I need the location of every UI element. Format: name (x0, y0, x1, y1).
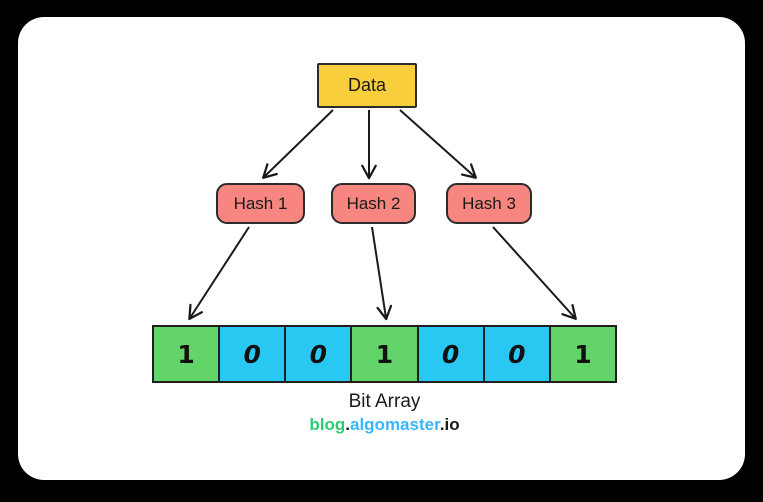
hash-node-3-label: Hash 3 (462, 193, 516, 213)
bit-cell-1: 0 (218, 325, 287, 383)
bit-cell-6: 1 (548, 325, 617, 383)
bit-cell-2: 0 (284, 325, 353, 383)
hash-node-3: Hash 3 (446, 183, 532, 224)
hash-node-2-label: Hash 2 (346, 193, 401, 213)
hash-node-1: Hash 1 (216, 183, 305, 224)
branding-segment: . (345, 415, 350, 434)
branding-segment: algomaster (350, 415, 440, 434)
data-node: Data (317, 63, 417, 108)
branding: blog.algomaster.io (152, 415, 617, 435)
hash-node-1-label: Hash 1 (233, 193, 288, 213)
branding-segment: blog (309, 415, 346, 434)
hash-node-2: Hash 2 (331, 183, 416, 224)
branding-segment: .io (439, 415, 460, 434)
bit-array-caption: Bit Array (348, 391, 421, 412)
bit-cell-0: 1 (152, 325, 221, 383)
bit-cell-5: 0 (482, 325, 551, 383)
bit-array: 1 0 0 1 0 0 1 (152, 325, 617, 383)
bit-cell-4: 0 (416, 325, 485, 383)
bit-cell-3: 1 (350, 325, 419, 383)
data-node-label: Data (347, 75, 387, 95)
